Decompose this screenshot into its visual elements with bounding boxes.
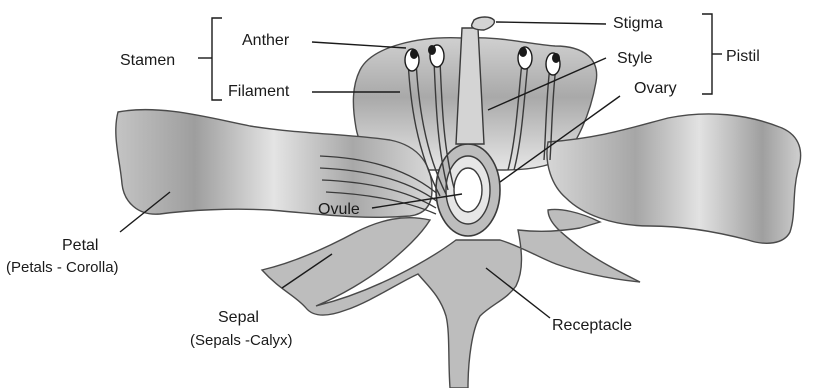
- sepals: [262, 210, 640, 388]
- sepal-sub-label: (Sepals -Calyx): [190, 332, 293, 349]
- pistil-bracket: [702, 14, 712, 94]
- ovary-label: Ovary: [634, 80, 677, 97]
- sepal-label: Sepal: [218, 309, 259, 326]
- style-label: Style: [617, 50, 653, 67]
- filament-label: Filament: [228, 83, 290, 100]
- anther-leader: [312, 42, 406, 48]
- stamen-label: Stamen: [120, 52, 175, 69]
- stamen-bracket: [212, 18, 222, 100]
- petal-sub-label: (Petals - Corolla): [6, 259, 119, 276]
- stigma-leader: [496, 22, 606, 24]
- receptacle-label: Receptacle: [552, 317, 632, 334]
- stigma-label: Stigma: [613, 15, 663, 32]
- petal-label: Petal: [62, 237, 98, 254]
- ovule: [454, 168, 482, 212]
- stigma: [472, 17, 495, 30]
- ovule-label: Ovule: [318, 201, 360, 218]
- pistil-label: Pistil: [726, 48, 760, 65]
- anther-label: Anther: [242, 32, 290, 49]
